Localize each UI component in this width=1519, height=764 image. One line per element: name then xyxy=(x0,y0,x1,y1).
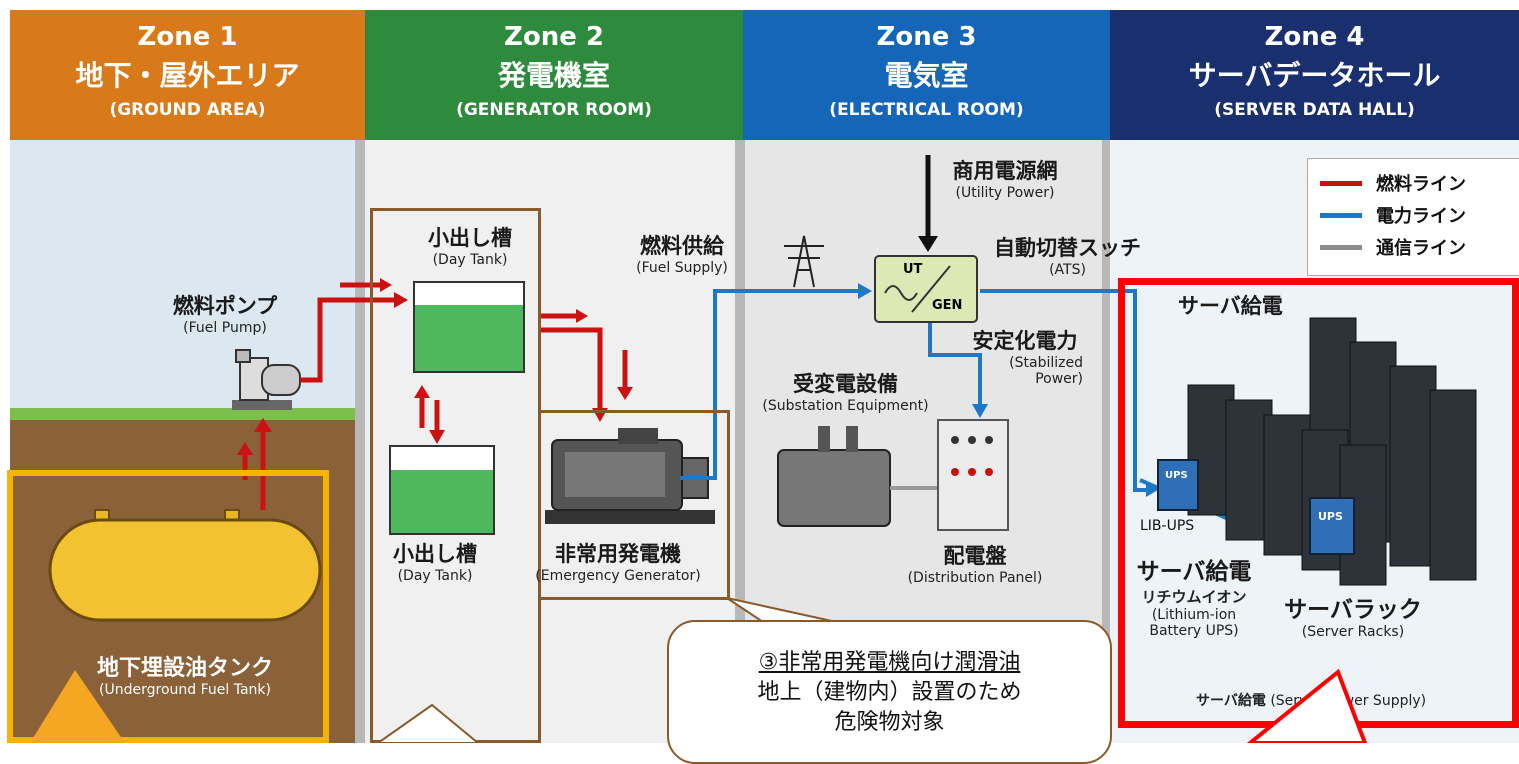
fuel-lines xyxy=(242,282,628,510)
zone-2-title: 発電機室 xyxy=(497,59,610,92)
lithium-ups-label: サーバ給電 リチウムイオン (Lithium-ion Battery UPS) xyxy=(1136,559,1252,639)
utility-power-label: 商用電源網 (Utility Power) xyxy=(952,159,1058,201)
zone-divider xyxy=(1102,140,1110,743)
legend-power-line: 電力ライン xyxy=(1320,205,1466,227)
ats-label: 自動切替スッチ (ATS) xyxy=(994,236,1141,278)
transmission-tower-icon xyxy=(784,235,824,288)
server-power-top-label: サーバ給電 xyxy=(1178,294,1283,318)
day-tank-bottom-label: 小出し槽 (Day Tank) xyxy=(393,542,477,584)
distribution-panel-label: 配電盤 (Distribution Panel) xyxy=(907,544,1043,586)
ups-badge-label: UPS xyxy=(1165,470,1188,481)
ups-unit-icon xyxy=(1157,459,1355,555)
generator-label: 非常用発電機 (Emergency Generator) xyxy=(535,542,701,584)
ats-switch-icon xyxy=(874,255,978,323)
zone-4-number: Zone 4 xyxy=(1264,22,1365,52)
line-legend: 燃料ライン 電力ライン 通信ライン xyxy=(1307,158,1519,276)
underground-tank-label: 地下埋設油タンク (Underground Fuel Tank) xyxy=(96,656,273,698)
zone-2-number: Zone 2 xyxy=(503,22,604,52)
legend-swatch xyxy=(1320,180,1362,186)
pointer-server xyxy=(1246,668,1368,743)
utility-arrow xyxy=(918,155,938,252)
callout-line-2: 地上（建物内）設置のため xyxy=(757,680,1022,705)
distribution-panel-icon xyxy=(937,419,1009,531)
legend-swatch xyxy=(1320,212,1362,218)
zone-1-title: 地下・屋外エリア xyxy=(75,59,300,92)
zone-2-header: Zone 2 発電機室 (GENERATOR ROOM) xyxy=(365,10,743,140)
lib-ups-label: LIB-UPS xyxy=(1140,518,1195,534)
zone-1-header: Zone 1 地下・屋外エリア (GROUND AREA) xyxy=(10,10,365,140)
fuel-pump-icon xyxy=(232,349,301,410)
pointer-orange xyxy=(30,670,125,743)
ats-ut-label: UT xyxy=(903,262,923,277)
server-racks-icon xyxy=(1187,317,1477,586)
zone-3-title: 電気室 xyxy=(884,59,969,92)
callout-line-3: 危険物対象 xyxy=(834,710,945,735)
zone-4-subtitle: (SERVER DATA HALL) xyxy=(1214,100,1415,120)
server-racks-label: サーバラック (Server Racks) xyxy=(1284,597,1422,640)
diagram-illustration xyxy=(48,155,1477,622)
fuel-supply-label: 燃料供給 (Fuel Supply) xyxy=(636,234,728,276)
legend-comm-line: 通信ライン xyxy=(1320,237,1466,259)
ats-gen-label: GEN xyxy=(932,298,963,313)
zone-4-header: Zone 4 サーバデータホール (SERVER DATA HALL) xyxy=(1110,10,1519,140)
legend-swatch xyxy=(1320,244,1362,250)
power-arrowheads xyxy=(858,283,1158,497)
substation-label: 受変電設備 (Substation Equipment) xyxy=(762,372,929,414)
day-tank-bottom xyxy=(389,445,495,535)
zone-2-subtitle: (GENERATOR ROOM) xyxy=(456,100,652,120)
zone-4-title: サーバデータホール xyxy=(1188,59,1441,92)
day-tank-top xyxy=(413,281,525,373)
callout-title: ③非常用発電機向け潤滑油 xyxy=(758,650,1021,675)
highlight-generator xyxy=(538,410,730,600)
zone-1-number: Zone 1 xyxy=(137,22,238,52)
underground-tank xyxy=(48,509,322,622)
zone-divider xyxy=(735,140,745,743)
zone-3-subtitle: (ELECTRICAL ROOM) xyxy=(829,100,1024,120)
transformer-icon xyxy=(777,426,938,527)
day-tank-top-label: 小出し槽 (Day Tank) xyxy=(428,226,512,268)
legend-fuel-line: 燃料ライン xyxy=(1320,173,1466,195)
pointer-day-tank xyxy=(376,703,480,743)
zone-3-number: Zone 3 xyxy=(876,22,977,52)
zone-divider xyxy=(355,140,365,743)
grass-strip xyxy=(10,408,355,420)
stabilized-power-label: 安定化電力 (Stabilized Power) xyxy=(972,329,1084,387)
ups-badge-label: UPS xyxy=(1318,510,1343,523)
fuel-pump-label: 燃料ポンプ (Fuel Pump) xyxy=(172,294,278,336)
zone-3-header: Zone 3 電気室 (ELECTRICAL ROOM) xyxy=(743,10,1110,140)
highlight-underground-tank xyxy=(7,470,329,743)
lubricant-callout: ③非常用発電機向け潤滑油 地上（建物内）設置のため 危険物対象 xyxy=(667,620,1112,764)
zone-1-subtitle: (GROUND AREA) xyxy=(109,100,266,120)
